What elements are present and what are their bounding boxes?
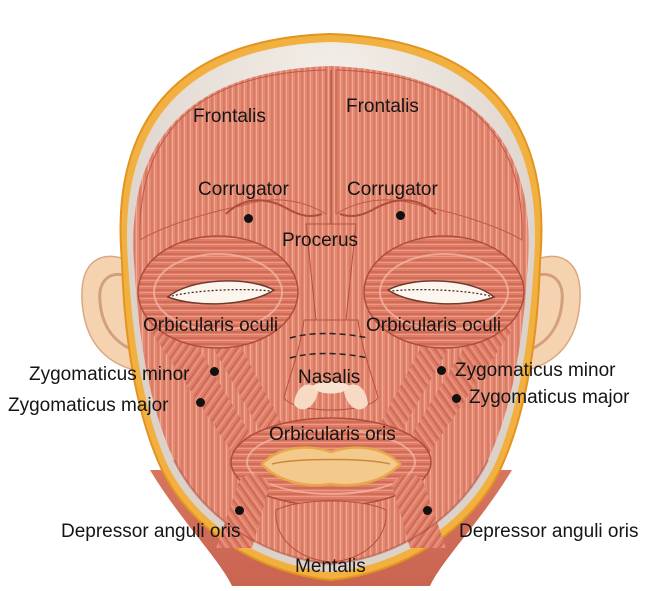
label-nasalis: Nasalis xyxy=(298,368,360,387)
marker-zygomaticus-major-right xyxy=(452,394,461,403)
label-mentalis: Mentalis xyxy=(295,557,366,576)
marker-zygomaticus-minor-right xyxy=(437,366,446,375)
marker-corrugator-right xyxy=(396,211,405,220)
label-frontalis-right: Frontalis xyxy=(346,97,419,116)
label-zygomaticus-minor-left: Zygomaticus minor xyxy=(29,365,190,384)
marker-corrugator-left xyxy=(244,214,253,223)
mouth xyxy=(262,448,400,486)
label-orbicularis-oculi-right: Orbicularis oculi xyxy=(366,316,501,335)
label-corrugator-left: Corrugator xyxy=(198,180,289,199)
label-orbicularis-oculi-left: Orbicularis oculi xyxy=(143,316,278,335)
marker-zygomaticus-minor-left xyxy=(210,367,219,376)
marker-zygomaticus-major-left xyxy=(196,398,205,407)
label-procerus: Procerus xyxy=(282,231,358,250)
marker-depressor-anguli-oris-right xyxy=(423,506,432,515)
label-zygomaticus-major-left: Zygomaticus major xyxy=(8,396,169,415)
label-zygomaticus-minor-right: Zygomaticus minor xyxy=(455,361,616,380)
label-corrugator-right: Corrugator xyxy=(347,180,438,199)
marker-depressor-anguli-oris-left xyxy=(235,506,244,515)
label-frontalis-left: Frontalis xyxy=(193,107,266,126)
label-depressor-anguli-oris-left: Depressor anguli oris xyxy=(61,522,241,541)
label-zygomaticus-major-right: Zygomaticus major xyxy=(469,388,630,407)
label-depressor-anguli-oris-right: Depressor anguli oris xyxy=(459,522,639,541)
label-orbicularis-oris: Orbicularis oris xyxy=(269,425,396,444)
